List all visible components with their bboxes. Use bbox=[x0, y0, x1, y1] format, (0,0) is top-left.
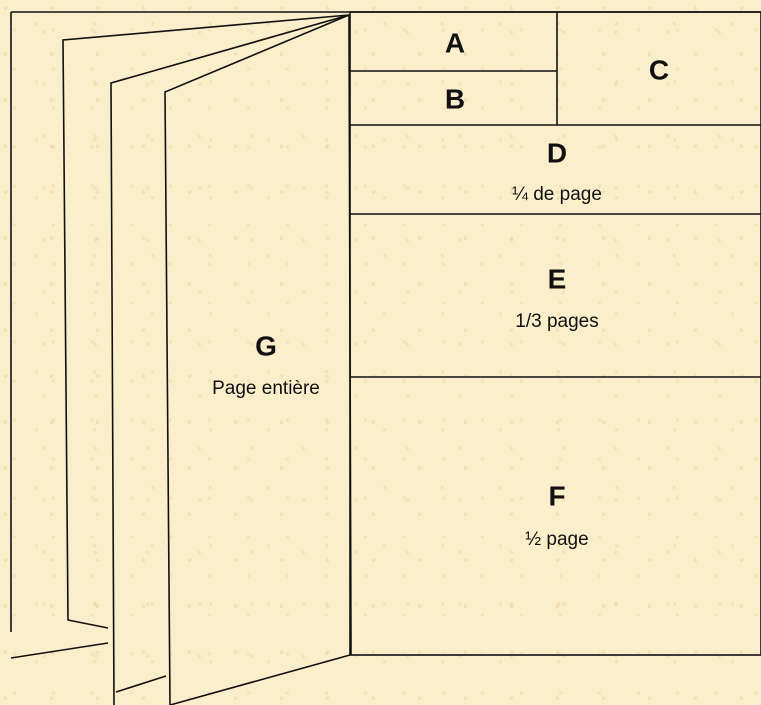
ad-zones-grid bbox=[349, 11, 761, 656]
front-page-outline bbox=[164, 14, 350, 705]
right-page-outline bbox=[349, 11, 761, 656]
zone-g-caption: Page entière bbox=[212, 378, 320, 399]
zone-f-caption: ½ page bbox=[525, 529, 588, 550]
zone-d-caption: ¼ de page bbox=[512, 184, 602, 205]
zone-a-label: A bbox=[445, 27, 465, 58]
zone-d-label: D bbox=[547, 137, 567, 168]
booklet-illustration bbox=[10, 11, 761, 705]
zone-b-label: B bbox=[445, 83, 465, 114]
front-page-bottom-edge bbox=[169, 654, 351, 705]
middle-page-bottom-edge bbox=[115, 675, 167, 693]
zone-f-label: F bbox=[548, 480, 565, 511]
zone-c-label: C bbox=[649, 54, 669, 85]
back-page-outline bbox=[62, 14, 350, 629]
zone-e-caption: 1/3 pages bbox=[515, 311, 598, 332]
frame-bottom-left-edge bbox=[10, 642, 109, 659]
zone-e-label: E bbox=[548, 263, 567, 294]
middle-page-outline bbox=[110, 14, 350, 705]
zone-g-label: G bbox=[255, 330, 277, 361]
